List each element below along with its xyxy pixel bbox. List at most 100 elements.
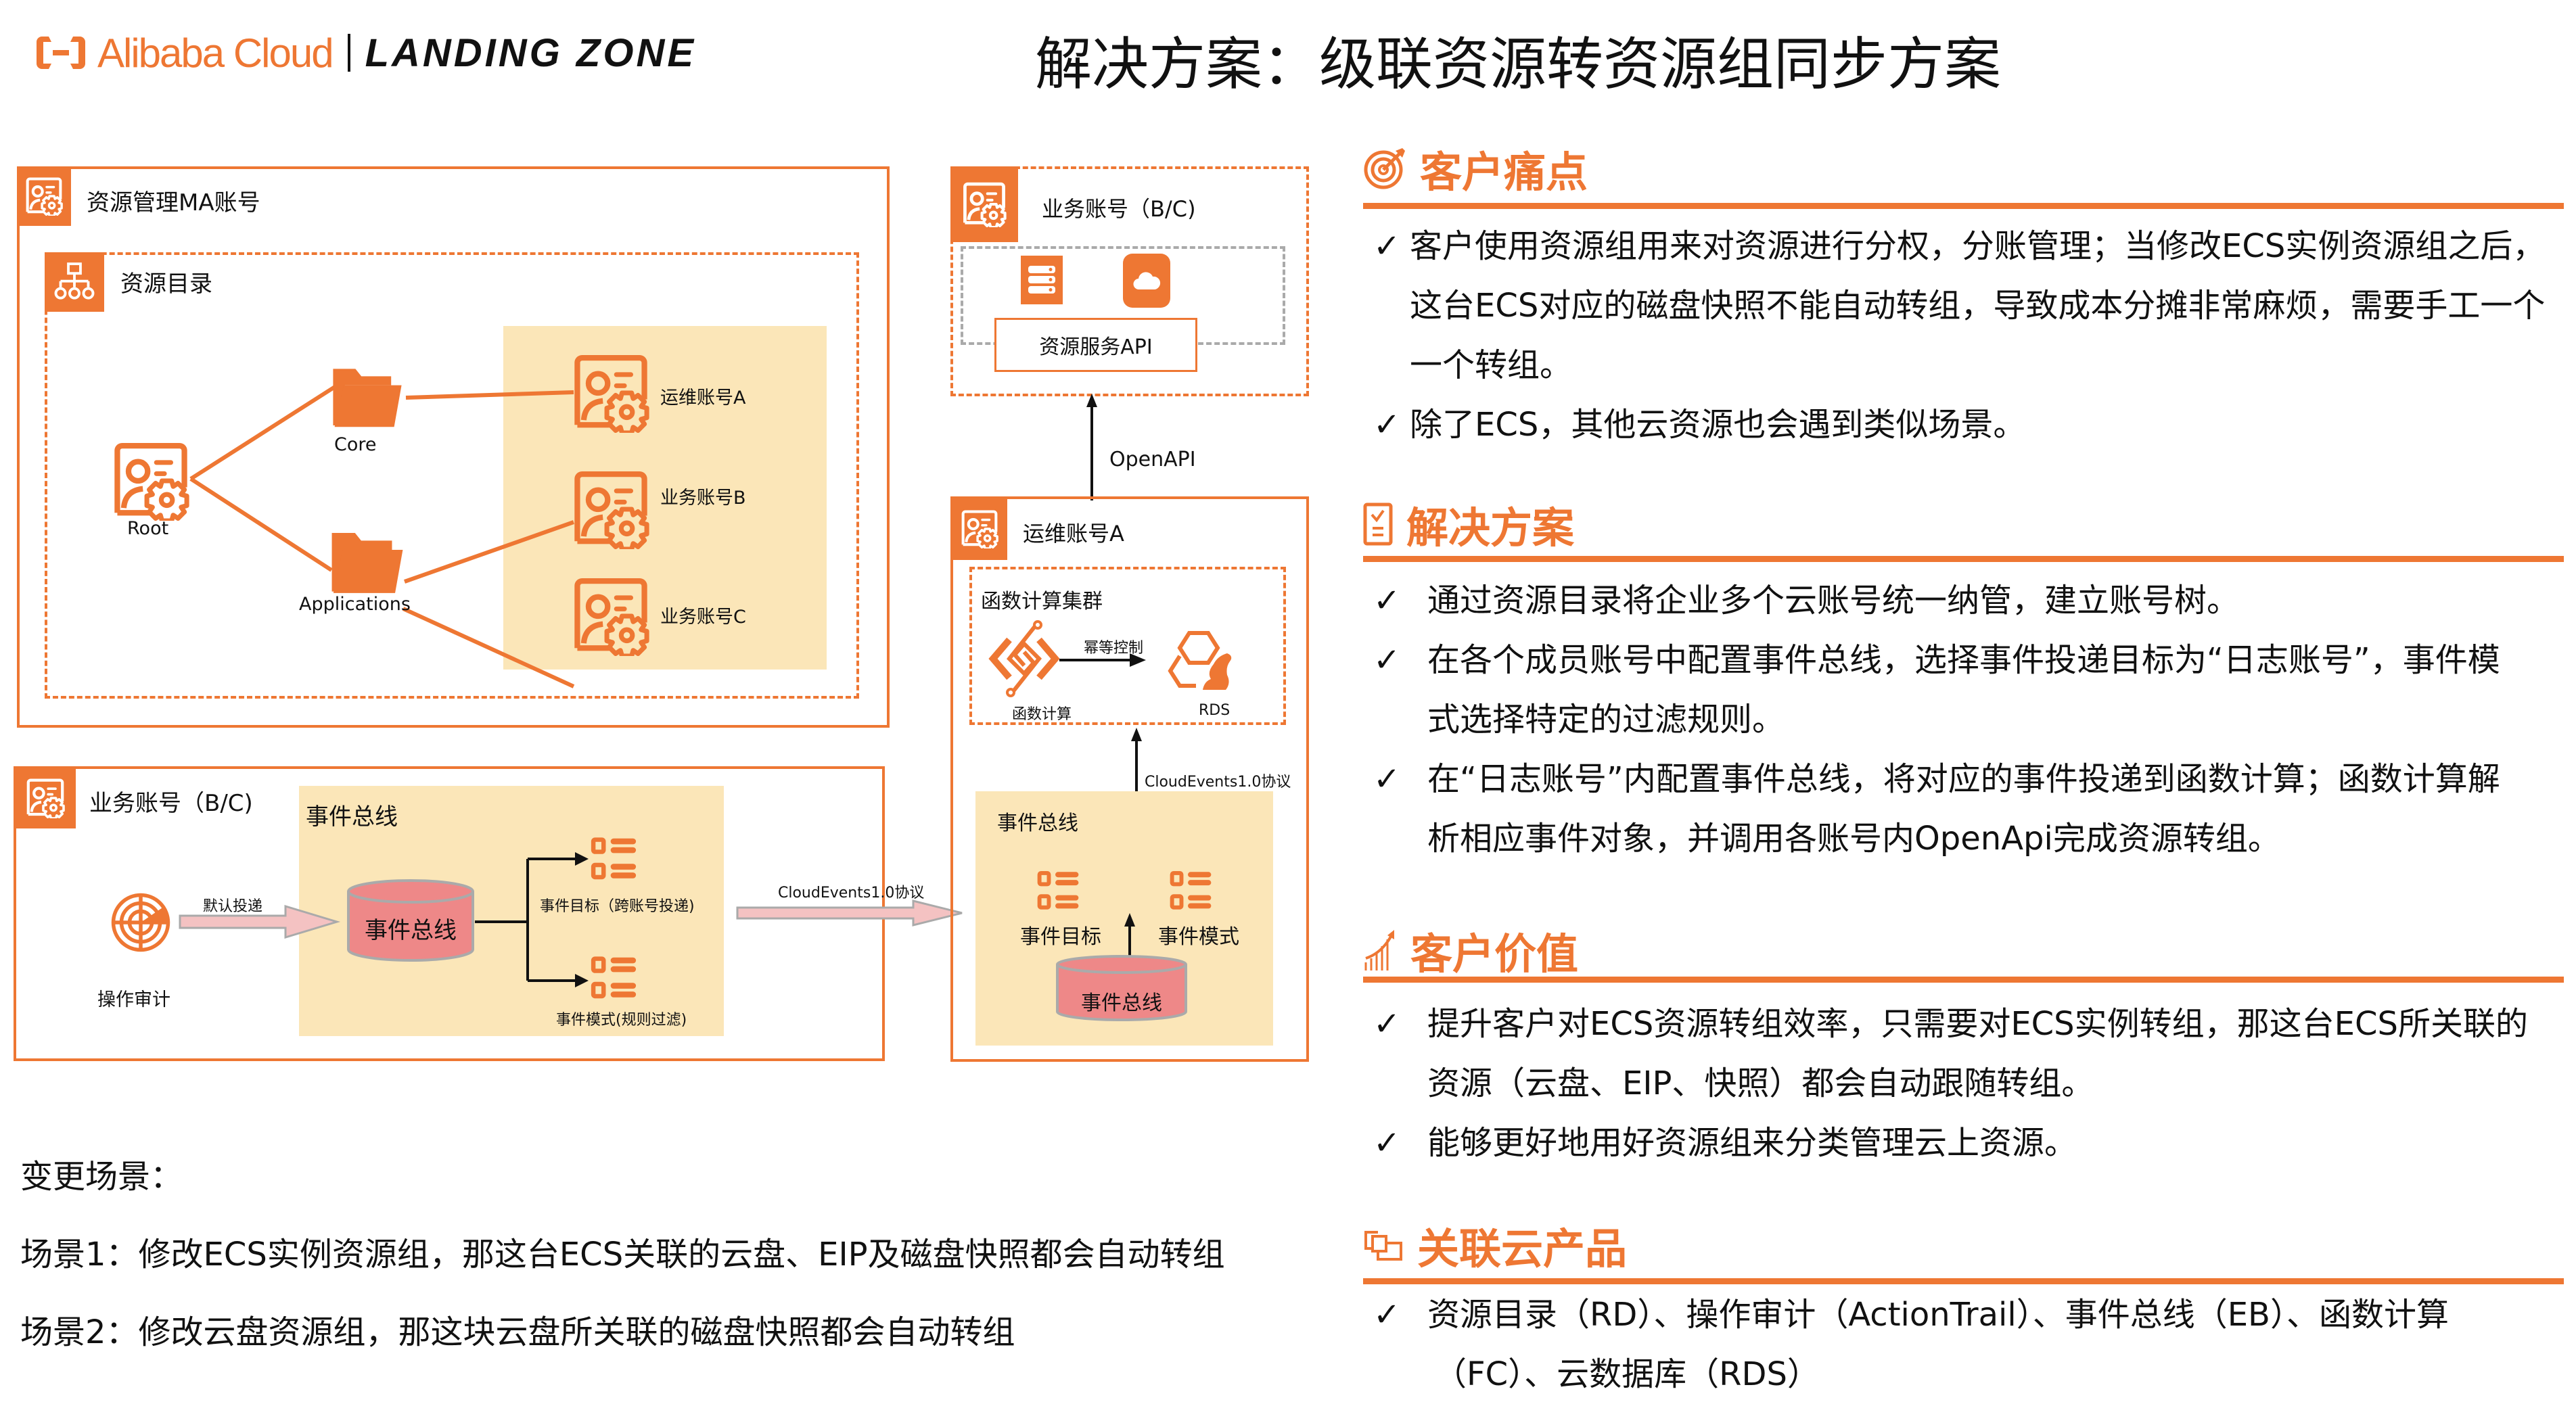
pain-bullet-1-line-3: 一个转组。: [1410, 346, 1573, 384]
solution-bullet-2-line-1: 在各个成员账号中配置事件总线，选择事件投递目标为“日志账号”，事件模: [1427, 641, 2500, 679]
alibaba-cloud-logo: Alibaba Cloud LANDING ZONE: [34, 30, 697, 76]
products-bullet-1-line-1: 资源目录（RD）、操作审计（ActionTrail）、事件总线（EB）、函数计算: [1427, 1296, 2449, 1334]
ops-account-badge: [952, 498, 1007, 560]
logo-divider: [347, 34, 350, 72]
check-icon: ✓: [1373, 1005, 1401, 1043]
core-folder-icon: [329, 358, 406, 433]
scenarios-title: 变更场景：: [20, 1158, 183, 1196]
scenario-1: 场景1：修改ECS实例资源组，那这台ECS关联的云盘、EIP及磁盘快照都会自动转…: [20, 1236, 1225, 1273]
account-icon: [961, 181, 1007, 227]
brand-name: Alibaba Cloud: [97, 30, 334, 76]
ecs-server-icon: [1021, 256, 1063, 304]
idempotent-arrow: [1059, 653, 1146, 667]
connector-root-applications: [189, 477, 333, 572]
member-accounts-panel: [503, 326, 827, 670]
account-icon: [25, 778, 66, 818]
value-bullet-1-line-2: 资源（云盘、EIP、快照）都会自动跟随转组。: [1427, 1064, 2094, 1102]
event-target-label-left: 事件目标（跨账号投递): [540, 898, 695, 915]
account-c-icon: [571, 576, 651, 656]
solution-bullet-2-line-2: 式选择特定的过滤规则。: [1427, 701, 1785, 739]
target-icon: [1364, 148, 1405, 189]
idempotent-control-label: 幂等控制: [1084, 640, 1144, 657]
rds-icon: [1168, 631, 1232, 690]
pain-bullet-1-line-1: 客户使用资源组用来对资源进行分权，分账管理；当修改ECS实例资源组之后，: [1410, 227, 2546, 265]
event-pattern-label-left: 事件模式(规则过滤): [556, 1012, 687, 1029]
openapi-label: OpenAPI: [1109, 448, 1196, 471]
alibaba-bracket-icon: [37, 37, 85, 69]
connector-root-core: [189, 385, 336, 481]
check-icon: ✓: [1373, 1124, 1401, 1162]
connector-applications-account-b: [404, 520, 574, 584]
value-bullet-2-line-1: 能够更好地用好资源组来分类管理云上资源。: [1427, 1124, 2077, 1162]
check-icon: ✓: [1373, 641, 1401, 679]
check-icon: ✓: [1373, 582, 1401, 619]
account-a-icon: [571, 353, 651, 433]
core-folder-label: Core: [334, 434, 377, 455]
check-icon: ✓: [1373, 227, 1401, 265]
event-pattern-label-right: 事件模式: [1158, 925, 1239, 949]
value-header: 客户价值: [1363, 920, 1578, 981]
linked-squares-icon: [1364, 1231, 1402, 1261]
cloudevents-up-label: CloudEvents1.0协议: [1145, 774, 1291, 791]
account-icon: [960, 509, 999, 548]
event-pattern-icon-left: [587, 954, 640, 1002]
eventbus-branch-arrows: [475, 852, 589, 987]
solution-rule: [1363, 556, 2564, 562]
connector-core-account-a: [405, 390, 574, 400]
eventbus-left-panel-label: 事件总线: [306, 803, 398, 830]
function-compute-label: 函数计算: [1012, 706, 1072, 723]
pain-points-title: 客户痛点: [1420, 147, 1588, 197]
cloud-disk-icon: [1123, 254, 1170, 308]
growth-chart-icon: [1364, 930, 1394, 970]
ma-account-box: [17, 166, 890, 728]
cloudevents-up-arrow: [1131, 728, 1142, 801]
biz-account-left-badge: [15, 768, 76, 828]
pain-bullet-2-line-1: 除了ECS，其他云资源也会遇到类似场景。: [1410, 406, 2026, 444]
fc-cluster-label: 函数计算集群: [981, 590, 1103, 613]
event-target-icon-right: [1034, 868, 1082, 913]
solution-bullet-3-line-2: 析相应事件对象，并调用各账号内OpenApi完成资源转组。: [1427, 820, 2280, 858]
page-title: 解决方案：级联资源转资源组同步方案: [1035, 31, 2002, 97]
openapi-arrow: [1086, 394, 1097, 500]
pain-bullet-1-line-2: 这台ECS对应的磁盘快照不能自动转组，导致成本分摊非常麻烦，需要手工一个: [1410, 287, 2546, 325]
event-pattern-icon-right: [1166, 868, 1215, 913]
biz-account-right-label: 业务账号（B/C): [1042, 196, 1196, 222]
account-b-icon: [571, 469, 651, 549]
solution-bullet-1-line-1: 通过资源目录将企业多个云账号统一纳管，建立账号树。: [1427, 582, 2240, 619]
checklist-icon: [1363, 502, 1393, 546]
root-label: Root: [127, 518, 169, 539]
actiontrail-label: 操作审计: [97, 989, 170, 1010]
eventbus-cylinder-right-label: 事件总线: [1081, 991, 1162, 1015]
default-delivery-label: 默认投递: [203, 898, 263, 915]
eventbus-right-panel-label: 事件总线: [997, 812, 1078, 835]
resource-directory-label: 资源目录: [120, 271, 212, 298]
ma-account-label: 资源管理MA账号: [87, 189, 260, 216]
cloudevents-cross-label: CloudEvents1.0协议: [778, 885, 925, 902]
scenario-2: 场景2：修改云盘资源组，那这块云盘所关联的磁盘快照都会自动转组: [20, 1313, 1015, 1351]
eventbus-cylinder-right: [1056, 955, 1187, 1021]
resource-directory-badge: [45, 252, 104, 312]
pain-points-header: 客户痛点: [1363, 138, 1588, 199]
account-c-label: 业务账号C: [660, 607, 746, 628]
check-icon: ✓: [1373, 406, 1401, 444]
check-icon: ✓: [1373, 1296, 1401, 1334]
ops-account-box: [950, 496, 1309, 1062]
value-bullet-1-line-1: 提升客户对ECS资源转组效率，只需要对ECS实例转组，那这台ECS所关联的: [1427, 1005, 2528, 1043]
event-target-label-right: 事件目标: [1020, 925, 1101, 949]
root-account-icon: [111, 441, 191, 521]
account-b-label: 业务账号B: [660, 488, 746, 509]
biz-account-right-box: [950, 166, 1309, 396]
resource-service-api-box: 资源服务API: [994, 318, 1197, 372]
fc-cluster-box: [969, 567, 1286, 725]
cloudevents-cross-arrow: [736, 899, 963, 927]
value-rule: [1363, 977, 2564, 983]
products-rule: [1363, 1278, 2564, 1284]
products-bullet-1-line-2: （FC）、云数据库（RDS）: [1434, 1355, 1820, 1393]
biz-account-right-badge: [950, 166, 1018, 242]
biz-account-left-label: 业务账号（B/C): [89, 790, 253, 817]
eventbus-cylinder-left: [347, 879, 474, 962]
rds-label: RDS: [1199, 702, 1230, 719]
default-delivery-arrow: [179, 904, 341, 939]
eventbus-cylinder-left-label: 事件总线: [365, 917, 457, 944]
product-name: LANDING ZONE: [365, 30, 697, 75]
